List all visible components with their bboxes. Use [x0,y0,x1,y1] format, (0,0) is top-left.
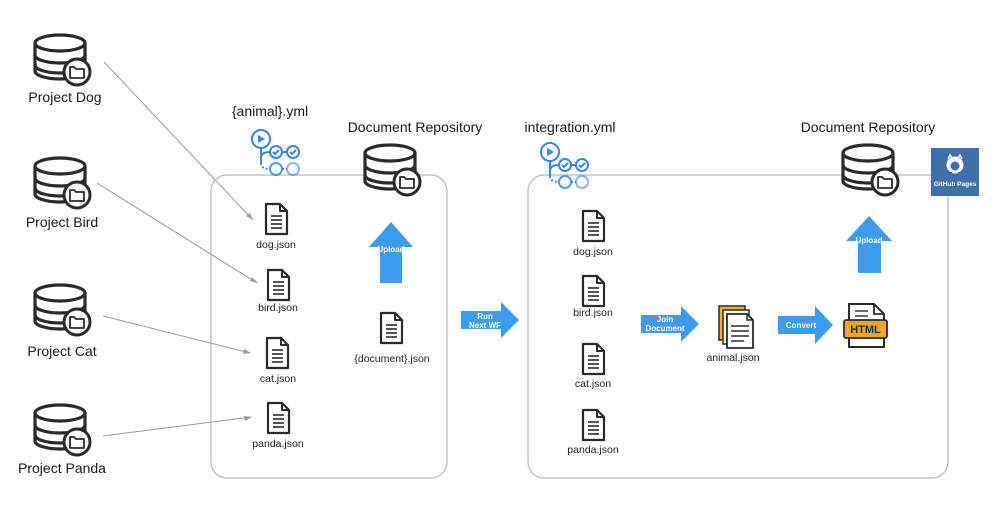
convert-label: Convert [786,321,817,330]
github-pages-icon: GitHub Pages [931,148,979,196]
workflow1-title: {animal}.yml [231,103,309,119]
workflow2-box [527,174,949,479]
repo2-title: Document Repository [800,119,936,135]
workflow1-box [210,174,448,479]
wf1-cat-file-icon [265,336,290,370]
wf1-document-file-icon [379,311,404,345]
project-cat-database-icon [33,283,92,337]
wf1-document-file-label: {document}.json [354,353,430,365]
wf1-bird-file-icon [266,268,291,302]
wf2-dog-file-icon [581,209,606,243]
project-cat-label: Project Cat [27,343,97,359]
wf1-panda-file-icon [266,401,291,435]
wf2-cat-file-label: cat.json [574,378,612,390]
upload-label-2: Upload [855,236,882,245]
wf2-panda-file-label: panda.json [567,444,619,456]
wf2-cat-file-icon [581,342,606,376]
upload-arrow-1: Upload [369,222,413,283]
connector-lines [96,61,258,437]
wf2-dog-file-label: dog.json [573,246,613,258]
repo1-database-icon [363,143,422,197]
project-panda-label: Project Panda [18,460,106,476]
wf1-panda-file-label: panda.json [252,438,304,450]
project-dog-database-icon [33,33,92,87]
github-pages-label: GitHub Pages [934,181,977,188]
project-bird-database-icon [33,156,92,210]
connector-bird [96,182,258,284]
run-next-workflow-arrow: Run Next WF [461,302,519,338]
workflow1-icon [251,129,300,176]
convert-arrow: Convert [778,306,833,344]
upload-label-1: Upload [377,245,404,254]
workflow2-title: integration.yml [524,119,616,135]
merged-file-label: animal.json [706,352,760,364]
join-label-line1: Join [657,315,674,324]
project-panda-database-icon [33,403,92,457]
wf2-bird-file-label: bird.json [573,307,613,319]
project-bird-label: Project Bird [25,214,99,230]
connector-cat [102,315,251,354]
wf1-cat-file-label: cat.json [259,373,297,385]
run-next-label-line1: Run [477,312,493,321]
html-badge-text: HTML [850,324,881,336]
workflow2-icon [540,142,589,189]
run-next-label-line2: Next WF [469,321,501,330]
connector-arrowheads [243,213,258,421]
connector-panda [102,416,252,437]
wf1-dog-file-icon [264,202,289,236]
wf1-dog-file-label: dog.json [256,239,296,251]
connector-dog [103,61,254,221]
wf2-bird-file-icon [581,274,606,308]
html-file-icon: HTML [843,303,888,348]
wf1-bird-file-label: bird.json [258,302,298,314]
repo2-database-icon [841,143,900,197]
join-document-arrow: Join Document [641,306,699,342]
join-label-line2: Document [645,324,684,333]
project-dog-label: Project Dog [28,89,102,105]
document-stack-icon [718,305,754,349]
upload-arrow-2: Upload [846,216,892,273]
wf2-panda-file-icon [581,408,606,442]
repo1-title: Document Repository [347,119,483,135]
